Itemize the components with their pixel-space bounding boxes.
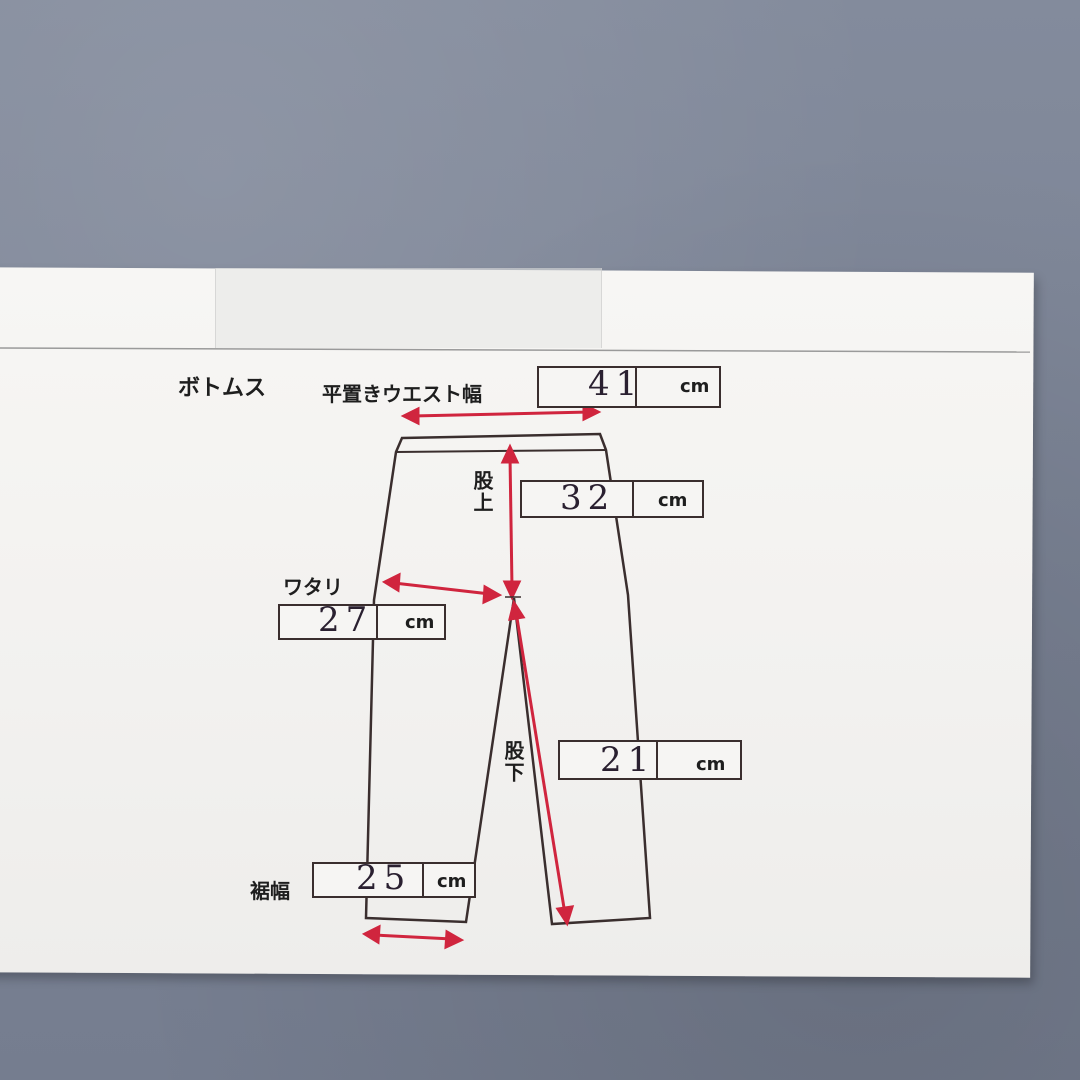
waist-unit: cm bbox=[680, 376, 710, 397]
waist-label: 平置きウエスト幅 bbox=[322, 382, 482, 406]
category-title: ボトムス bbox=[178, 376, 267, 401]
hem-arrow bbox=[373, 933, 453, 941]
hem-arrowhead-right bbox=[444, 929, 465, 950]
hem-unit: cm bbox=[437, 871, 467, 892]
rise-arrow bbox=[508, 455, 514, 589]
pants-outline bbox=[364, 432, 652, 926]
card-divider-line bbox=[0, 347, 1031, 353]
thigh-arrow bbox=[393, 581, 491, 596]
thigh-label: ワタリ bbox=[283, 575, 343, 599]
rise-unit: cm bbox=[658, 490, 688, 511]
rise-value: 32 bbox=[560, 478, 616, 518]
inseam-unit: cm bbox=[696, 754, 726, 775]
hem-arrowhead-left bbox=[361, 924, 381, 945]
field-divider bbox=[632, 482, 634, 516]
thigh-arrowhead-left bbox=[381, 572, 401, 593]
hem-value: 25 bbox=[356, 858, 412, 898]
inseam-arrowhead-bottom bbox=[555, 905, 575, 927]
thigh-unit: cm bbox=[405, 612, 435, 633]
waist-arrowhead-left bbox=[400, 406, 420, 426]
tape-strip bbox=[215, 268, 602, 348]
inseam-arrowhead-top bbox=[507, 599, 526, 621]
field-divider bbox=[656, 742, 658, 778]
rise-arrowhead-bottom bbox=[502, 580, 522, 601]
rise-label: 股上 bbox=[470, 470, 494, 514]
thigh-field bbox=[278, 604, 446, 640]
rise-arrowhead-top bbox=[500, 443, 520, 464]
field-divider bbox=[635, 368, 637, 406]
measure-arrows bbox=[361, 402, 602, 950]
inseam-label: 股下 bbox=[501, 740, 525, 784]
inseam-arrow bbox=[514, 611, 567, 915]
waist-arrow bbox=[411, 410, 591, 418]
waist-value: 41 bbox=[588, 364, 644, 404]
waist-field bbox=[537, 366, 721, 408]
thigh-arrowhead-right bbox=[482, 584, 503, 605]
hem-label: 裾幅 bbox=[250, 879, 290, 903]
waistband-line bbox=[395, 449, 607, 453]
thigh-value: 27 bbox=[318, 600, 374, 640]
inseam-value: 21 bbox=[600, 740, 656, 780]
inseam-field bbox=[558, 740, 742, 780]
hem-field bbox=[312, 862, 476, 898]
waist-arrowhead-right bbox=[582, 402, 602, 422]
field-divider bbox=[422, 864, 424, 896]
field-divider bbox=[376, 606, 378, 638]
rise-field bbox=[520, 480, 704, 518]
